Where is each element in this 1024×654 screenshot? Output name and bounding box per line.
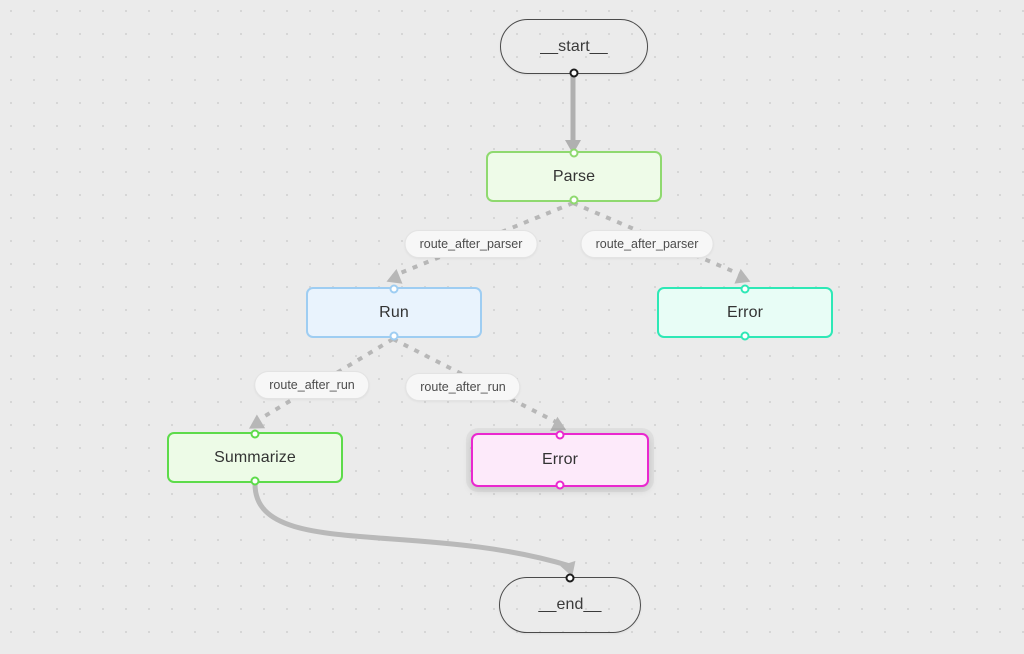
node-handle-top-summarize[interactable] bbox=[250, 429, 260, 439]
node-label-parse: Parse bbox=[552, 167, 596, 185]
node-handle-bottom-run[interactable] bbox=[389, 331, 399, 341]
node-handle-top-run[interactable] bbox=[389, 284, 399, 294]
node-label-summarize: Summarize bbox=[214, 448, 296, 466]
node-handle-top-end[interactable] bbox=[565, 573, 575, 583]
edge-label-lbl-run-summarize[interactable]: route_after_run bbox=[254, 371, 370, 399]
graph-node-summarize[interactable]: Summarize bbox=[167, 429, 343, 486]
node-handle-bottom-error_parse[interactable] bbox=[740, 331, 750, 341]
node-handle-bottom-error_run[interactable] bbox=[555, 480, 565, 490]
graph-node-parse[interactable]: Parse bbox=[486, 148, 662, 205]
node-label-error_run: Error bbox=[541, 451, 579, 468]
node-handle-bottom-summarize[interactable] bbox=[250, 476, 260, 486]
edge-label-lbl-parse-run[interactable]: route_after_parser bbox=[404, 230, 538, 258]
node-label-run: Run bbox=[379, 303, 409, 321]
graph-node-error_parse[interactable]: Error bbox=[657, 284, 833, 341]
graph-node-error_run[interactable]: Error bbox=[471, 430, 649, 490]
node-handle-top-parse[interactable] bbox=[569, 148, 579, 158]
graph-node-end[interactable]: __end__ bbox=[499, 573, 641, 633]
node-handle-bottom-start[interactable] bbox=[569, 68, 579, 78]
node-label-start: __start__ bbox=[540, 37, 608, 55]
graph-node-start[interactable]: __start__ bbox=[500, 19, 648, 78]
edge-label-lbl-parse-error[interactable]: route_after_parser bbox=[580, 230, 714, 258]
node-label-end: __end__ bbox=[538, 596, 602, 613]
node-handle-top-error_parse[interactable] bbox=[740, 284, 750, 294]
node-handle-bottom-parse[interactable] bbox=[569, 195, 579, 205]
node-handle-top-error_run[interactable] bbox=[555, 430, 565, 440]
edge-summarize-end[interactable] bbox=[252, 481, 573, 569]
graph-node-run[interactable]: Run bbox=[306, 284, 482, 341]
node-label-error_parse: Error bbox=[726, 303, 764, 321]
edge-label-lbl-run-error[interactable]: route_after_run bbox=[405, 373, 521, 401]
